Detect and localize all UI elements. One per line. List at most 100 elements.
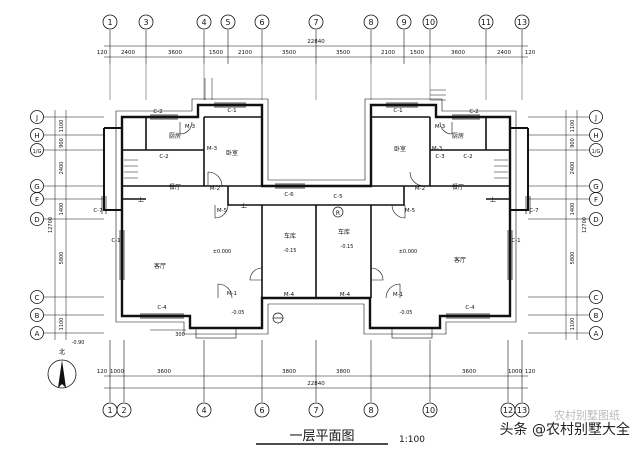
axis-label-top-8: 8 [368,18,373,27]
dim-right-5: 1100 [570,318,576,331]
label-c3-right: C-3 [435,154,445,160]
room-living-right: 客厅 [454,256,466,264]
dim-bottom-3: 3800 [282,369,296,375]
axis-bottom-bubbles [102,402,530,418]
label-c7-left: C-7 [93,208,103,214]
dim-top-7: 2100 [381,50,395,56]
dim-top-1: 2400 [121,50,135,56]
dim-top-0: 120 [97,50,108,56]
label-c5: C-5 [333,194,343,200]
level-garage-right: -0.15 [341,244,354,250]
axis-left-F: F [35,196,39,204]
axis-bottom-1: 1 [107,406,112,415]
dim-left-0: 1100 [59,120,65,133]
axis-label-top-7: 7 [313,18,318,27]
dim-top-8: 1500 [410,50,424,56]
label-c1-left-top: C-1 [227,108,236,114]
north-label: 北 [59,348,65,356]
room-dining-left: 餐厅 [169,183,181,191]
dim-right-total: 12700 [582,217,588,233]
axis-bubble-top-8 [363,14,379,30]
label-m4-right: M-4 [340,292,351,298]
entry-steps [150,327,433,339]
dim-right-2: 2400 [570,162,576,175]
axis-bubble-top-1 [102,14,118,30]
room-dining-right: 餐厅 [452,183,464,191]
axis-left-D: D [34,216,39,224]
room-kitchen-right: 厨房 [452,132,464,140]
axis-right-B: B [594,312,599,320]
label-c6: C-6 [284,192,294,198]
axis-label-top-4: 4 [201,18,206,27]
axis-left-1G: 1/G [33,149,42,155]
watermark-background: 农村别墅图纸 [554,409,620,422]
doors [179,121,453,299]
stair-up-right: 上 [490,196,496,204]
label-m2-left: M-2 [210,186,220,192]
dim-bottom-total: 22840 [307,381,325,387]
windows [101,102,531,319]
axis-bubble-top-9 [396,14,412,30]
room-garage-left: 车库 [284,232,296,240]
drawing-title: 一层平面图 [289,429,354,444]
dim-bottom-2: 3600 [157,369,171,375]
room-living-left: 客厅 [154,262,166,270]
axis-left-G: G [34,183,39,191]
room-bedroom-right: 卧室 [394,145,406,153]
axis-bottom-4: 4 [201,406,206,415]
axis-label-top-10: 10 [425,18,435,27]
stair-up-center-left: 上 [241,202,247,210]
axis-label-top-6: 6 [259,18,264,27]
label-m1-right: M-1 [393,292,403,298]
axis-bubble-top-3 [138,14,154,30]
axis-label-top-5: 5 [225,18,230,27]
room-bedroom-left: 卧室 [226,149,238,157]
room-garage-right: 车库 [338,228,350,236]
dim-left-total: 12700 [48,217,54,233]
axis-left-B: B [35,312,40,320]
label-c1-left-side: C-1 [111,238,120,244]
room-kitchen-left: 厨房 [169,132,181,140]
level-living-right: ±0.000 [399,249,418,255]
level-outdoor: -0.90 [72,340,85,346]
label-c2-left-mid: C-2 [159,154,168,160]
label-m2-right: M-2 [415,186,425,192]
axis-leader-lines [44,110,589,340]
axis-label-top-3: 3 [143,18,148,27]
axis-right-D: D [593,216,598,224]
dim-right-0: 1100 [570,120,576,133]
axis-left-A: A [35,330,40,338]
axis-bubble-top-4 [196,14,212,30]
dim-top-5: 3500 [282,50,296,56]
dim-left-3: 1400 [59,203,65,216]
stair-up-left: 上 [138,196,144,204]
axis-bubble-top-13 [514,14,530,30]
axis-bottom-6: 6 [259,406,264,415]
axis-bottom-8: 8 [368,406,373,415]
dim-bottom-1: 1000 [110,369,124,375]
label-m1-left: M-1 [227,291,237,297]
axis-right-J: J [594,114,597,122]
label-c2-left-top: C-2 [153,109,162,115]
dim-left-5: 1100 [59,318,65,331]
dim-right-4: 5800 [570,252,576,265]
stairs [124,78,508,179]
axis-right-F: F [594,196,598,204]
label-c4-left: C-4 [157,305,167,311]
dim-top-2: 3600 [168,50,182,56]
dim-bottom-0: 120 [97,369,108,375]
dim-left-4: 5800 [59,252,65,265]
axis-label-top-9: 9 [401,18,406,27]
dim-top-lines [104,30,528,64]
axis-label-top-13: 13 [517,18,527,27]
axis-left-J: J [35,114,38,122]
axis-bubble-top-10 [422,14,438,30]
label-m5-left: M-5 [217,208,228,214]
label-m3-left-mid: M-3 [207,146,218,152]
dim-left-1: 900 [59,138,65,148]
dim-bottom-5: 3600 [462,369,476,375]
label-m3-right: M-3 [435,124,446,130]
axis-bubble-top-7 [308,14,324,30]
axis-top-group [102,14,530,30]
